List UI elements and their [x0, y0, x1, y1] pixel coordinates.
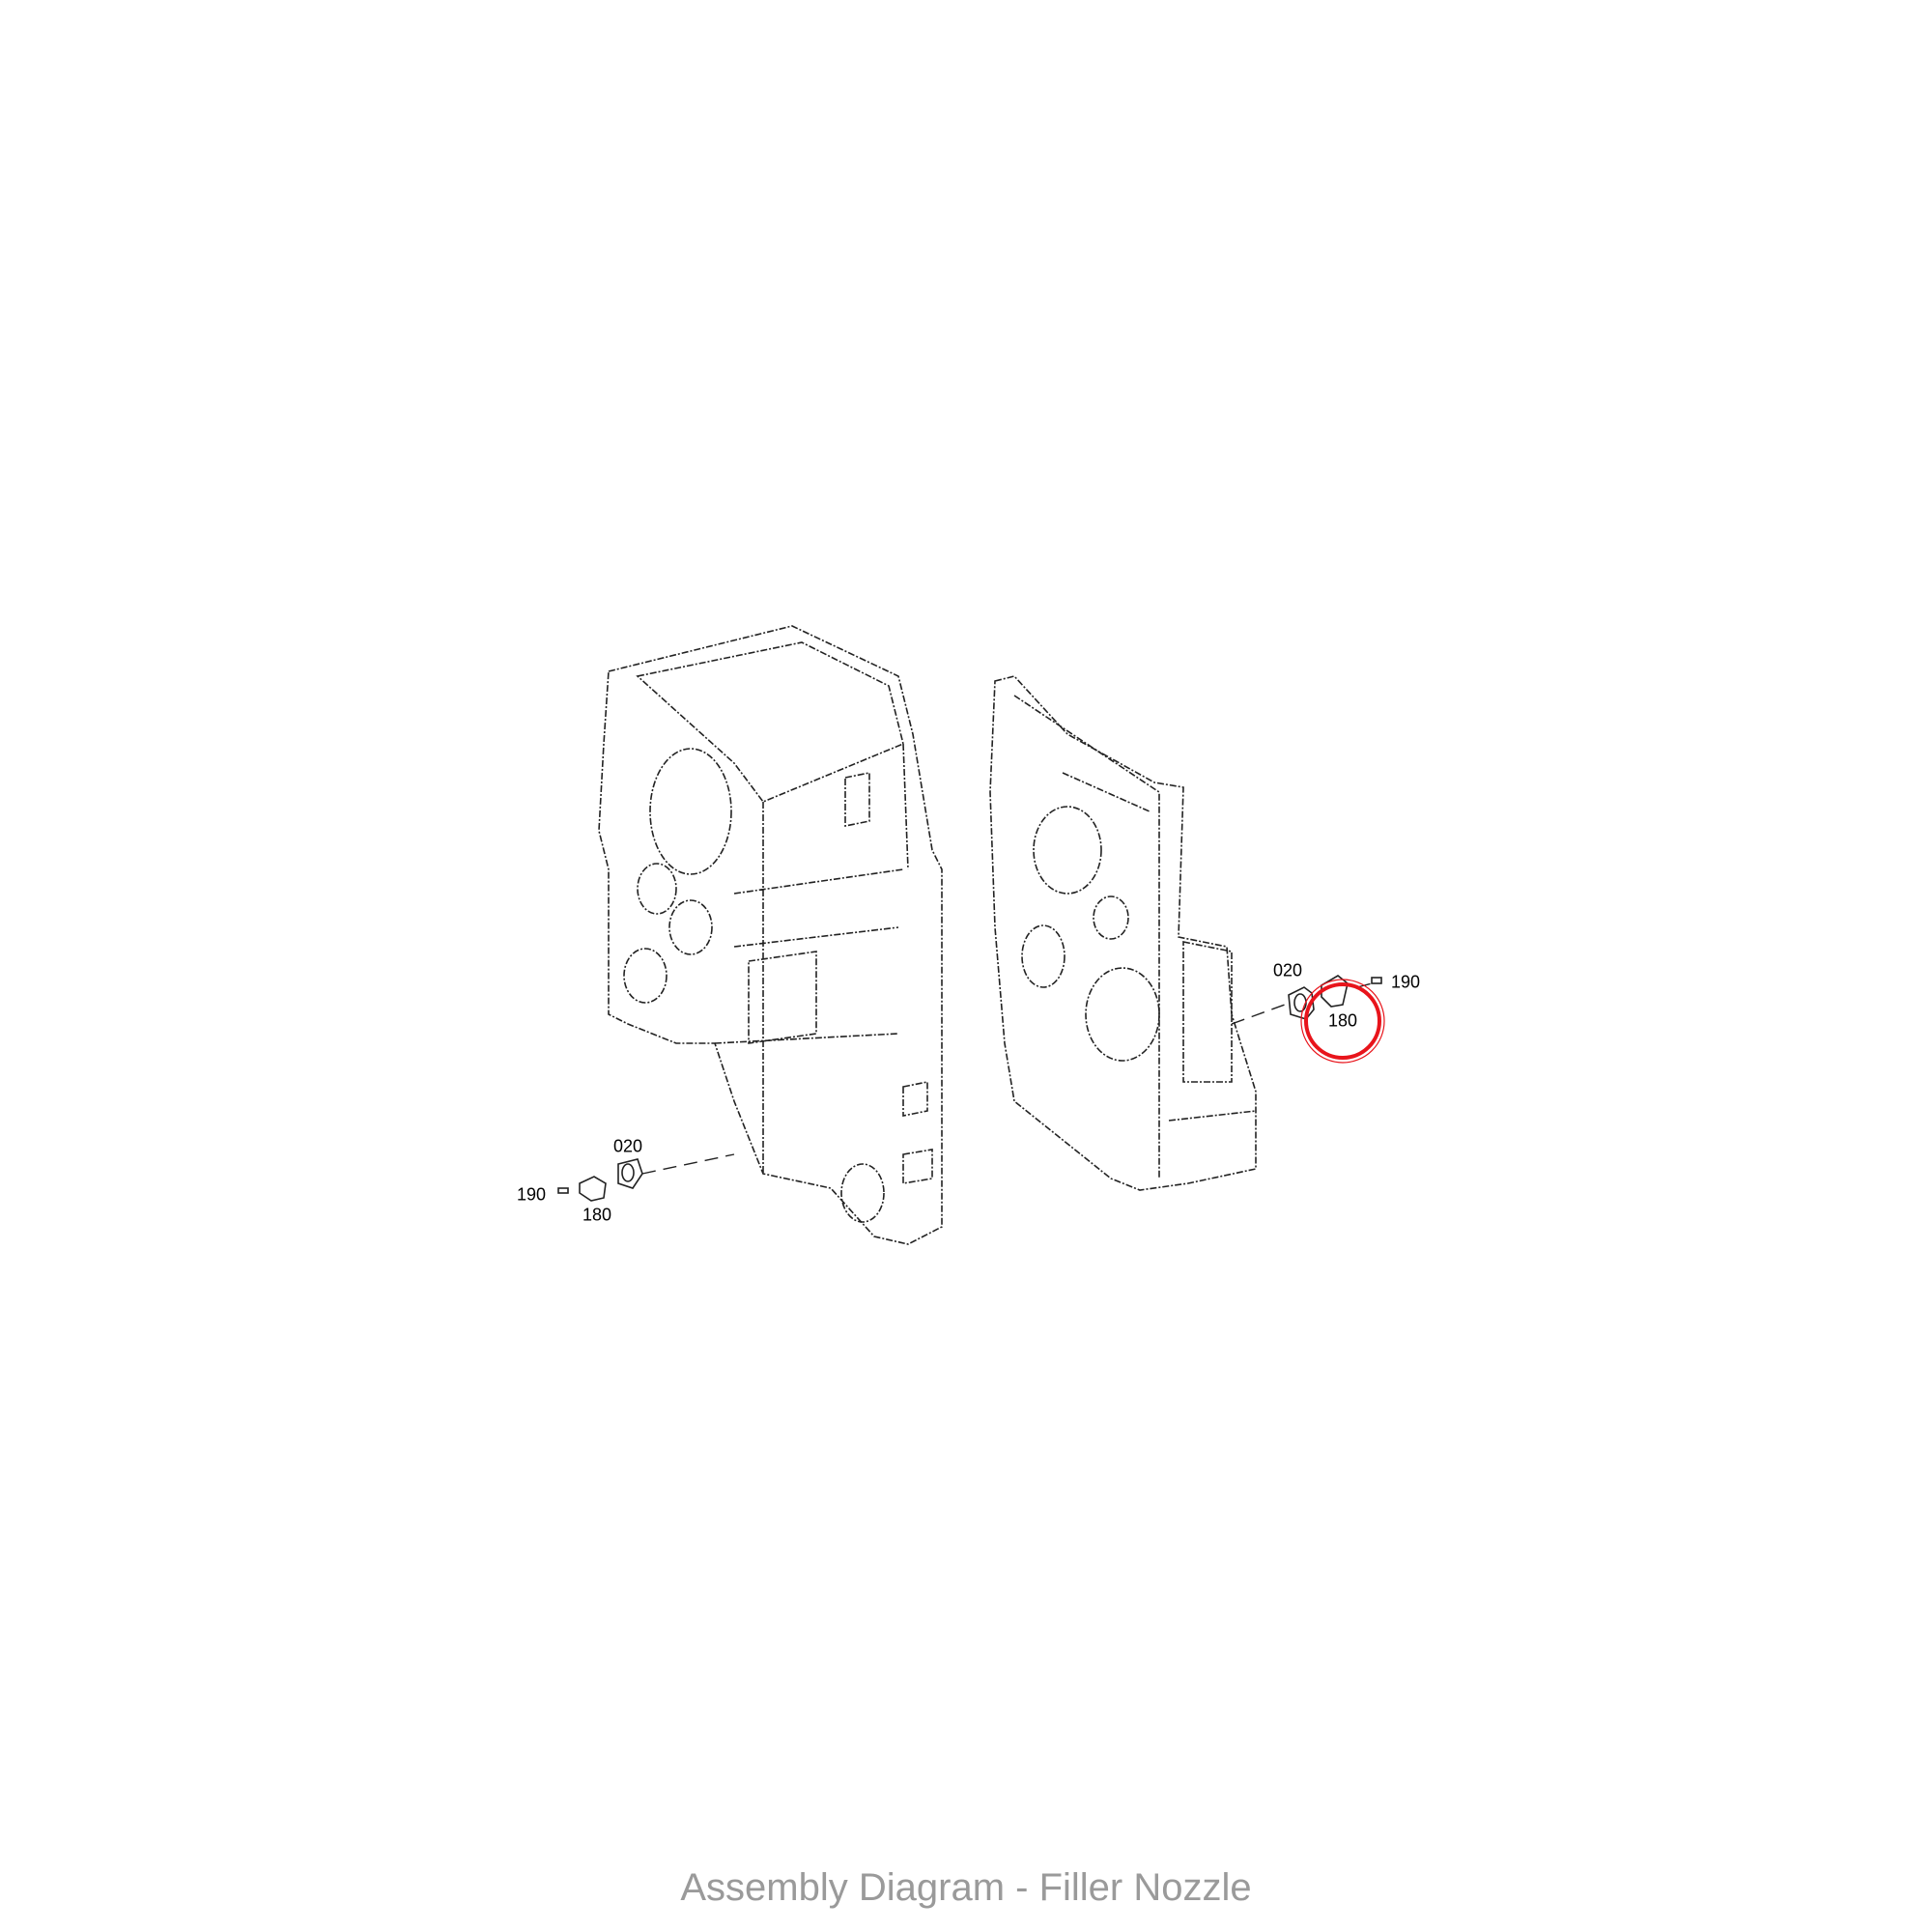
left-filler-nozzle-parts [557, 1153, 735, 1202]
highlight-circle [1300, 979, 1385, 1064]
callout-020-right: 020 [1272, 960, 1303, 980]
callout-180-left: 180 [582, 1205, 612, 1225]
callout-190-left: 190 [516, 1184, 547, 1205]
left-transmission-housing [598, 625, 943, 1245]
right-transmission-cover [989, 675, 1257, 1191]
callout-020-left: 020 [612, 1136, 643, 1156]
diagram-title: Assembly Diagram - Filler Nozzle [680, 1866, 1252, 1909]
callout-180-right[interactable]: 180 [1327, 1010, 1358, 1031]
callout-190-right: 190 [1390, 972, 1421, 992]
